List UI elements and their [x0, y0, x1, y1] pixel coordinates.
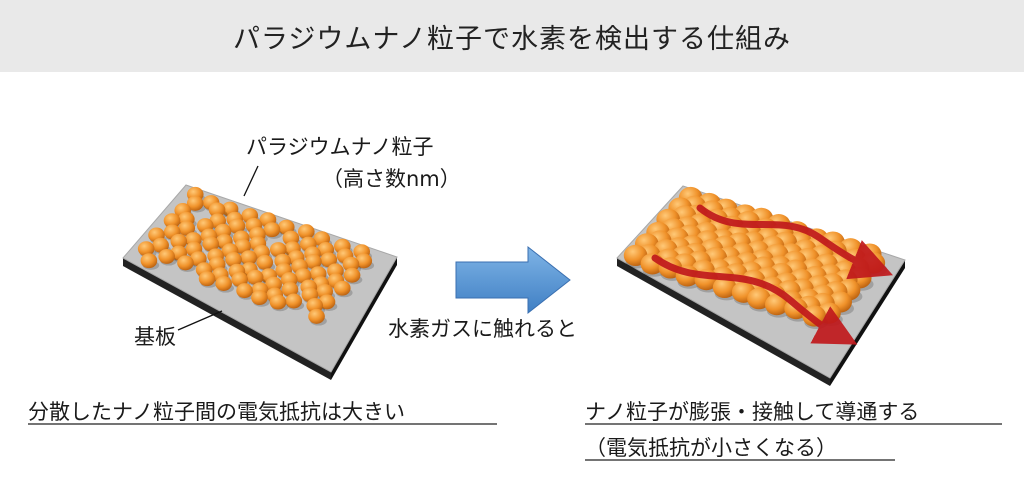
right-arrow-icon: [455, 245, 571, 315]
page-title: パラジウムナノ粒子で水素を検出する仕組み: [232, 23, 792, 55]
palladium-particle: [747, 288, 771, 310]
palladium-particle: [333, 280, 351, 296]
palladium-particle: [305, 254, 322, 269]
palladium-particle: [152, 237, 169, 253]
palladium-particle: [308, 308, 325, 324]
right-caption-line-1: ナノ粒子が膨張・接触して導通する: [585, 400, 920, 424]
substrate-leader-line: [177, 310, 223, 331]
palladium-particle: [320, 252, 338, 268]
palladium-particle: [137, 241, 155, 257]
palladium-particle: [265, 276, 282, 292]
palladium-particle: [228, 218, 246, 234]
palladium-particle: [294, 268, 312, 284]
palladium-particle: [208, 202, 226, 218]
palladium-particle: [236, 283, 253, 299]
current-flow-arrow-icon: [651, 254, 858, 345]
palladium-particle: [170, 233, 188, 249]
left-substrate-side-right: [331, 257, 397, 380]
palladium-particle: [240, 250, 258, 266]
palladium-particle: [764, 293, 789, 316]
action-label: 水素ガスに触れると: [388, 317, 577, 341]
right-caption-line-2: （電気抵抗が小さくなる）: [585, 436, 837, 460]
palladium-particle: [251, 290, 268, 306]
height-label: （高さ数nm）: [322, 167, 461, 191]
left-particle-group: [137, 186, 375, 326]
particle-label: パラジウムナノ粒子: [246, 135, 434, 159]
left-substrate-side: [123, 258, 331, 380]
palladium-particle: [285, 293, 303, 309]
palladium-particle: [215, 276, 232, 291]
palladium-particle: [163, 213, 181, 229]
palladium-particle: [225, 252, 242, 267]
palladium-particle: [198, 271, 216, 287]
palladium-particle: [256, 254, 274, 270]
title-bar: パラジウムナノ粒子で水素を検出する仕組み: [0, 0, 1024, 72]
palladium-particle: [269, 242, 287, 258]
palladium-particle: [297, 224, 315, 240]
substrate-label: 基板: [134, 325, 176, 349]
palladium-particle: [712, 276, 737, 299]
current-flow-arrow-icon: [696, 204, 893, 280]
palladium-particle: [177, 255, 194, 271]
palladium-particle: [158, 248, 176, 264]
current-flow-arrows: [651, 204, 893, 345]
right-substrate-side: [617, 258, 830, 386]
particle-leader-line: [243, 165, 259, 197]
palladium-particle: [140, 253, 158, 269]
palladium-particle: [342, 256, 360, 272]
palladium-particle: [186, 195, 204, 211]
palladium-particle: [246, 269, 264, 285]
palladium-particle: [355, 253, 373, 269]
palladium-particle: [281, 281, 299, 297]
palladium-particle: [269, 294, 287, 310]
right-substrate-side-right: [830, 260, 905, 386]
palladium-particle: [343, 267, 361, 283]
palladium-particle: [178, 220, 196, 236]
palladium-particle: [202, 236, 220, 252]
palladium-particle: [263, 222, 281, 238]
palladium-particle: [234, 238, 252, 254]
left-caption: 分散したナノ粒子間の電気抵抗は大きい: [28, 400, 405, 424]
